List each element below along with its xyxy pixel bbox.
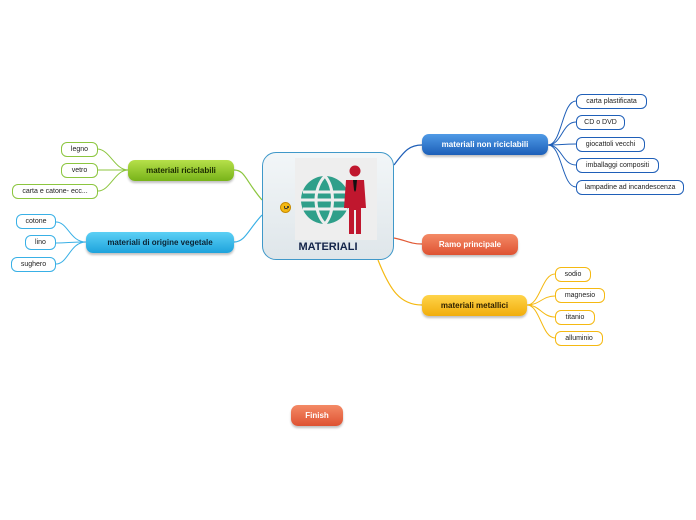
leaf-lino[interactable]: lino: [25, 235, 56, 250]
leaf-lampadine[interactable]: lampadine ad incandescenza: [576, 180, 684, 195]
leaf-alluminio[interactable]: alluminio: [555, 331, 603, 346]
leaf-cd-dvd[interactable]: CD o DVD: [576, 115, 625, 130]
branch-materiali-riciclabili[interactable]: materiali riciclabili: [128, 160, 234, 181]
branch-materiali-metallici[interactable]: materiali metallici: [422, 295, 527, 316]
leaf-giocattoli-vecchi[interactable]: giocattoli vecchi: [576, 137, 645, 152]
branch-materiali-non-riciclabili[interactable]: materiali non riciclabili: [422, 134, 548, 155]
smiley-icon: [280, 202, 291, 213]
leaf-cotone[interactable]: cotone: [16, 214, 56, 229]
leaf-magnesio[interactable]: magnesio: [555, 288, 605, 303]
leaf-imballaggi-compositi[interactable]: imballaggi compositi: [576, 158, 659, 173]
branch-materiali-origine-vegetale[interactable]: materiali di origine vegetale: [86, 232, 234, 253]
leaf-carta-plastificata[interactable]: carta plastificata: [576, 94, 647, 109]
globe-businessman-icon: [295, 158, 377, 240]
leaf-legno[interactable]: legno: [61, 142, 98, 157]
leaf-carta-catone[interactable]: carta e catone- ecc...: [12, 184, 98, 199]
leaf-vetro[interactable]: vetro: [61, 163, 98, 178]
leaf-sodio[interactable]: sodio: [555, 267, 591, 282]
leaf-titanio[interactable]: titanio: [555, 310, 595, 325]
branch-ramo-principale[interactable]: Ramo principale: [422, 234, 518, 255]
finish-node[interactable]: Finish: [291, 405, 343, 426]
leaf-sughero[interactable]: sughero: [11, 257, 56, 272]
central-topic-title: MATERIALI: [298, 241, 358, 253]
